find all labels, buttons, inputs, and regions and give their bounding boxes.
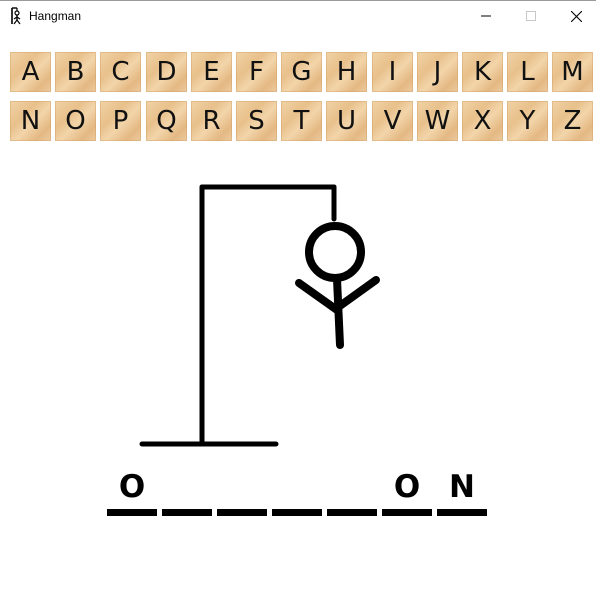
letter-tile-f[interactable]: F <box>236 52 277 92</box>
letter-tile-z[interactable]: Z <box>552 101 593 141</box>
stick-figure-head <box>305 222 365 282</box>
word-slot-underline <box>217 509 267 516</box>
letter-tile-p[interactable]: P <box>100 101 141 141</box>
letter-tile-q[interactable]: Q <box>146 101 187 141</box>
word-slot <box>272 467 322 517</box>
letter-tile-i[interactable]: I <box>372 52 413 92</box>
word-slot-letter <box>327 467 377 507</box>
word-slot: N <box>437 467 487 517</box>
letter-tile-s[interactable]: S <box>236 101 277 141</box>
letter-tile-t[interactable]: T <box>281 101 322 141</box>
word-slot-underline <box>327 509 377 516</box>
letter-tile-c[interactable]: C <box>100 52 141 92</box>
hangman-drawing <box>139 184 380 447</box>
letter-tile-o[interactable]: O <box>55 101 96 141</box>
letter-tile-g[interactable]: G <box>281 52 322 92</box>
letter-tile-k[interactable]: K <box>462 52 503 92</box>
letter-tile-l[interactable]: L <box>507 52 548 92</box>
letter-tile-m[interactable]: M <box>552 52 593 92</box>
word-slot-underline <box>272 509 322 516</box>
letter-tile-x[interactable]: X <box>462 101 503 141</box>
letter-tile-d[interactable]: D <box>146 52 187 92</box>
word-slot-underline <box>107 509 157 516</box>
letter-tile-e[interactable]: E <box>191 52 232 92</box>
word-slot-letter <box>162 467 212 507</box>
word-slot-letter: O <box>393 469 421 505</box>
word-slot-letter <box>272 467 322 507</box>
letter-tile-w[interactable]: W <box>417 101 458 141</box>
word-slot-letter <box>217 467 267 507</box>
letter-tile-y[interactable]: Y <box>507 101 548 141</box>
stick-figure-right-arm <box>333 276 380 312</box>
word-slot-underline <box>437 509 487 516</box>
hangman-icon <box>11 7 21 25</box>
window-title: Hangman <box>29 9 82 23</box>
letter-tile-n[interactable]: N <box>10 101 51 141</box>
word-slot <box>327 467 377 517</box>
title-bar[interactable]: Hangman <box>0 1 596 32</box>
letter-tile-u[interactable]: U <box>326 101 367 141</box>
minimize-icon <box>481 15 491 17</box>
word-slot: O <box>382 467 432 517</box>
word-slot-underline <box>162 509 212 516</box>
word-slot <box>217 467 267 517</box>
letter-tile-r[interactable]: R <box>191 101 232 141</box>
minimize-button[interactable] <box>463 1 509 31</box>
word-slot-letter: O <box>118 469 146 505</box>
letter-tile-v[interactable]: V <box>372 101 413 141</box>
letter-tile-j[interactable]: J <box>417 52 458 92</box>
word-slot <box>162 467 212 517</box>
letter-tile-a[interactable]: A <box>10 52 51 92</box>
word-slot: O <box>107 467 157 517</box>
maximize-button[interactable] <box>508 1 554 31</box>
letter-tile-h[interactable]: H <box>326 52 367 92</box>
close-button[interactable] <box>553 1 596 31</box>
maximize-icon <box>526 11 536 21</box>
word-slot-letter: N <box>449 469 475 505</box>
close-icon <box>570 10 582 22</box>
word-slot-underline <box>382 509 432 516</box>
letter-tile-b[interactable]: B <box>55 52 96 92</box>
stick-figure-left-arm <box>295 279 341 314</box>
